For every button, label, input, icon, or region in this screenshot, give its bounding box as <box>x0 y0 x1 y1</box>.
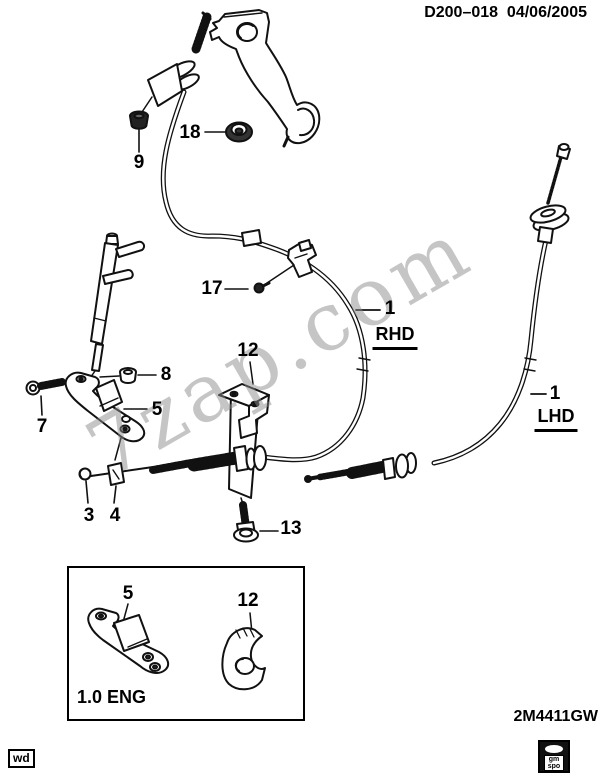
lhd-label: LHD <box>534 406 578 432</box>
inset-bracket-12-drawing <box>221 612 266 691</box>
bolt-13-drawing <box>233 501 279 543</box>
callout-17: 17 <box>201 278 223 299</box>
ball-3-drawing <box>78 467 92 504</box>
inset-callout-5: 5 <box>122 583 134 604</box>
bracket-12-drawing <box>218 361 270 439</box>
rhd-cable-end-drawing <box>90 445 267 477</box>
grommet-18-drawing <box>204 121 253 143</box>
nut-9-drawing <box>129 96 153 153</box>
inset-arm-5-drawing <box>87 603 170 674</box>
adjuster-4-drawing <box>107 462 125 504</box>
document-code-date: D200–018 04/06/2005 <box>424 4 587 21</box>
arm-5-drawing <box>64 371 148 461</box>
release-lever-drawing <box>87 232 146 382</box>
callout-7: 7 <box>36 416 48 437</box>
nut-8-drawing <box>99 367 157 384</box>
inset-frame-1-0-eng <box>67 566 305 721</box>
callout-5: 5 <box>151 399 163 420</box>
callout-13: 13 <box>280 518 302 539</box>
callout-8: 8 <box>160 364 172 385</box>
rhd-cable-drawing <box>147 11 371 463</box>
gm-spo-logo-icon: gm spo <box>538 740 570 773</box>
callout-9: 9 <box>133 152 145 173</box>
callout-18: 18 <box>179 122 201 143</box>
screw-17-drawing <box>224 264 295 294</box>
rhd-label: RHD <box>372 324 418 350</box>
callout-1-rhd: 1 <box>384 298 396 319</box>
drawing-code: 2M4411GW <box>513 708 598 725</box>
lhd-cable-drawing <box>304 143 571 483</box>
pedal-drawing <box>209 9 321 148</box>
callout-3: 3 <box>83 505 95 526</box>
cable-clip-drawing <box>241 229 317 278</box>
callout-12: 12 <box>237 340 259 361</box>
bolt-7-drawing <box>25 378 66 416</box>
inset-callout-12: 12 <box>237 590 259 611</box>
engine-variant-label: 1.0 ENG <box>77 687 147 707</box>
gm-spo-text-spo: spo <box>547 763 561 770</box>
wd-badge: wd <box>8 749 35 768</box>
callout-1-lhd: 1 <box>549 383 561 404</box>
gm-spo-oval <box>545 745 563 753</box>
gm-spo-text-gm: gm <box>548 756 560 763</box>
callout-4: 4 <box>109 505 121 526</box>
